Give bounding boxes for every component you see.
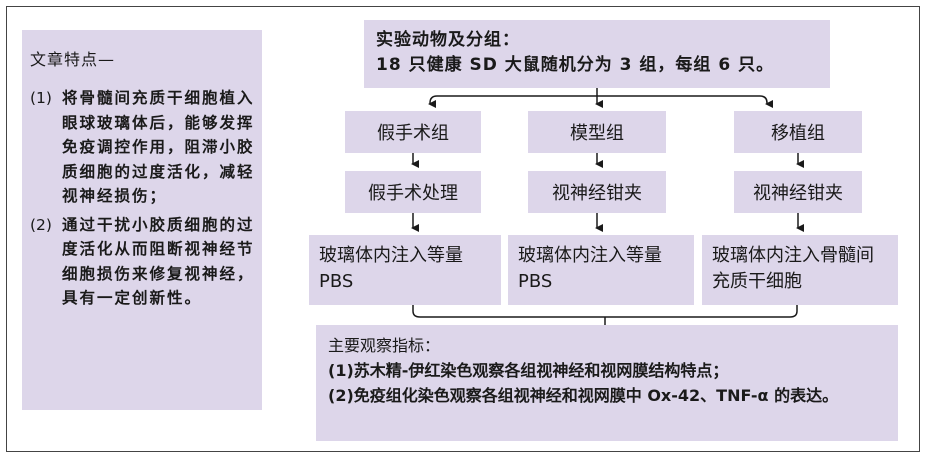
group-box-model: 模型组 — [528, 111, 666, 153]
feature-item-1: (1) 将骨髓间充质干细胞植入眼球玻璃体后，能够发挥免疫调控作用，阻滞小胶质细胞… — [30, 86, 262, 209]
injection-box-sham: 玻璃体内注入等量 PBS — [309, 235, 501, 305]
features-title: 文章特点— — [30, 50, 116, 69]
bottom-bracket — [412, 305, 798, 318]
procedure-name: 假手术处理 — [368, 183, 458, 204]
procedure-name: 视神经钳夹 — [552, 183, 642, 204]
procedure-box-sham: 假手术处理 — [345, 171, 481, 213]
observation-item-1: (1)苏木精-伊红染色观察各组视神经和视网膜结构特点； — [328, 361, 729, 380]
procedure-box-transplant: 视神经钳夹 — [734, 171, 862, 213]
grouping-title: 实验动物及分组： — [376, 30, 520, 50]
feature-text: 通过干扰小胶质细胞的过度活化从而阻断视神经节细胞损伤来修复视神经，具有一定创新性… — [62, 215, 255, 308]
grouping-description: 18 只健康 SD 大鼠随机分为 3 组，每组 6 只。 — [376, 55, 775, 75]
features-panel: 文章特点— (1) 将骨髓间充质干细胞植入眼球玻璃体后，能够发挥免疫调控作用，阻… — [22, 30, 262, 410]
observation-item-2: (2)免疫组化染色观察各组视神经和视网膜中 Ox-42、TNF-α 的表达。 — [328, 386, 839, 405]
injection-text: 玻璃体内注入骨髓间充质干细胞 — [712, 245, 874, 292]
injection-box-model: 玻璃体内注入等量 PBS — [508, 235, 694, 305]
top-bracket — [429, 95, 768, 104]
procedure-box-model: 视神经钳夹 — [528, 171, 666, 213]
procedure-name: 视神经钳夹 — [753, 183, 843, 204]
animal-grouping-box: 实验动物及分组： 18 只健康 SD 大鼠随机分为 3 组，每组 6 只。 — [364, 20, 830, 88]
injection-text: 玻璃体内注入等量 PBS — [319, 245, 463, 292]
feature-number: (2) — [30, 215, 52, 234]
observation-title: 主要观察指标： — [328, 336, 441, 355]
feature-item-2: (2) 通过干扰小胶质细胞的过度活化从而阻断视神经节细胞损伤来修复视神经，具有一… — [30, 213, 262, 311]
group-name: 移植组 — [771, 123, 825, 144]
group-box-transplant: 移植组 — [734, 111, 862, 153]
feature-text: 将骨髓间充质干细胞植入眼球玻璃体后，能够发挥免疫调控作用，阻滞小胶质细胞的过度活… — [62, 89, 255, 205]
observation-box: 主要观察指标： (1)苏木精-伊红染色观察各组视神经和视网膜结构特点； (2)免… — [316, 325, 898, 441]
injection-text: 玻璃体内注入等量 PBS — [518, 245, 662, 292]
group-name: 假手术组 — [377, 123, 449, 144]
diagram-frame — [6, 6, 920, 452]
group-name: 模型组 — [570, 123, 624, 144]
group-box-sham: 假手术组 — [345, 111, 481, 153]
feature-number: (1) — [30, 89, 52, 107]
injection-box-transplant: 玻璃体内注入骨髓间充质干细胞 — [702, 235, 898, 305]
